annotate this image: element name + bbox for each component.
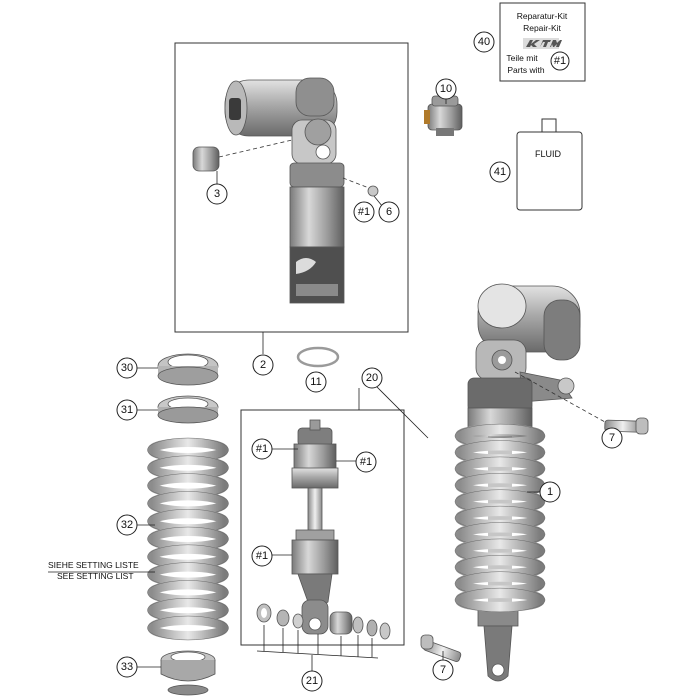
callout-1-a: #1 bbox=[251, 438, 273, 460]
callout-31: 31 bbox=[116, 399, 138, 421]
coil-spring bbox=[147, 437, 229, 641]
spring-coil bbox=[147, 598, 229, 623]
svg-text:6: 6 bbox=[386, 206, 392, 218]
svg-text:#1: #1 bbox=[256, 443, 268, 455]
svg-text:7: 7 bbox=[440, 664, 446, 676]
svg-text:#1: #1 bbox=[360, 456, 372, 468]
spring-coil bbox=[147, 616, 229, 640]
callout-1-c: #1 bbox=[251, 545, 273, 567]
kit-line-3: Teile mit bbox=[506, 53, 538, 63]
callout-1-kit: #1 bbox=[550, 51, 570, 71]
assembled-spring bbox=[454, 423, 546, 613]
spring-coil bbox=[147, 438, 229, 462]
callout-21: 21 bbox=[301, 670, 323, 692]
callout-6: 6 bbox=[378, 201, 400, 223]
nut-part bbox=[342, 177, 379, 197]
callout-30: 30 bbox=[116, 357, 138, 379]
ktm-logo bbox=[523, 38, 562, 49]
spring-coil-outline bbox=[454, 587, 546, 613]
callout-1-box: #1 bbox=[353, 201, 375, 223]
lower-bolt bbox=[420, 634, 462, 662]
callout-32: 32 bbox=[116, 514, 138, 536]
compression-valve-part bbox=[424, 95, 463, 136]
fluid-label: FLUID bbox=[535, 149, 562, 159]
callout-11: 11 bbox=[305, 371, 327, 393]
seal-kit-parts bbox=[256, 603, 391, 674]
callout-3: 3 bbox=[206, 183, 228, 205]
piston-rod-assembly bbox=[291, 419, 339, 635]
svg-text:20: 20 bbox=[366, 372, 378, 384]
svg-text:2: 2 bbox=[260, 359, 266, 371]
svg-text:30: 30 bbox=[121, 362, 133, 374]
callout-10: 10 bbox=[435, 78, 457, 100]
spring-retainer-30 bbox=[157, 353, 219, 386]
callout-41: 41 bbox=[489, 161, 511, 183]
callout-1: 1 bbox=[539, 481, 561, 503]
setting-note: SIEHE SETTING LISTE SEE SETTING LIST bbox=[48, 560, 155, 581]
spring-coil bbox=[147, 527, 229, 551]
setting-note-de: SIEHE SETTING LISTE bbox=[48, 560, 139, 570]
svg-text:33: 33 bbox=[121, 661, 133, 673]
svg-text:#1: #1 bbox=[358, 206, 370, 218]
callout-2: 2 bbox=[252, 354, 274, 376]
spring-retainer-31 bbox=[157, 395, 219, 424]
damper-top-eye bbox=[291, 118, 337, 165]
kit-line-4: Parts with bbox=[507, 65, 545, 75]
kit-line-2: Repair-Kit bbox=[523, 23, 561, 33]
svg-text:40: 40 bbox=[478, 36, 490, 48]
svg-text:32: 32 bbox=[121, 519, 133, 531]
spring-seat bbox=[160, 650, 216, 696]
svg-text:#1: #1 bbox=[554, 55, 566, 67]
svg-text:3: 3 bbox=[214, 188, 220, 200]
spring-coil bbox=[147, 509, 229, 534]
setting-note-en: SEE SETTING LIST bbox=[57, 571, 134, 581]
bushing-part bbox=[192, 139, 293, 172]
svg-text:1: 1 bbox=[547, 486, 553, 498]
callout-7-upper: 7 bbox=[601, 427, 623, 449]
spring-coil bbox=[147, 580, 229, 605]
spring-coil bbox=[147, 455, 229, 480]
spring-coil bbox=[147, 491, 229, 516]
complete-shock-absorber bbox=[467, 283, 581, 682]
kit-line-1: Reparatur-Kit bbox=[517, 11, 568, 21]
spring-coil bbox=[147, 562, 229, 587]
svg-text:#1: #1 bbox=[256, 550, 268, 562]
damper-assembly-frame bbox=[174, 42, 409, 333]
callout-20: 20 bbox=[361, 367, 383, 389]
spring-coil bbox=[147, 544, 229, 569]
svg-text:31: 31 bbox=[121, 404, 133, 416]
circlip-part bbox=[296, 346, 340, 368]
svg-text:10: 10 bbox=[440, 83, 452, 95]
svg-text:11: 11 bbox=[310, 376, 321, 388]
svg-text:7: 7 bbox=[609, 432, 615, 444]
callout-33: 33 bbox=[116, 656, 138, 678]
svg-text:41: 41 bbox=[494, 166, 506, 178]
callout-7-lower: 7 bbox=[432, 659, 454, 681]
spring-coil-outline bbox=[147, 615, 229, 641]
svg-text:21: 21 bbox=[306, 675, 318, 687]
callout-1-b: #1 bbox=[355, 451, 377, 473]
spring-coil bbox=[455, 588, 545, 612]
spring-coil bbox=[147, 473, 229, 498]
piston-rod-frame bbox=[240, 409, 405, 646]
callout-40: 40 bbox=[473, 31, 495, 53]
damper-body bbox=[289, 162, 345, 304]
repair-kit-card: Reparatur-Kit Repair-Kit Teile mit Parts… bbox=[499, 2, 586, 82]
fluid-bottle: FLUID bbox=[516, 118, 583, 211]
